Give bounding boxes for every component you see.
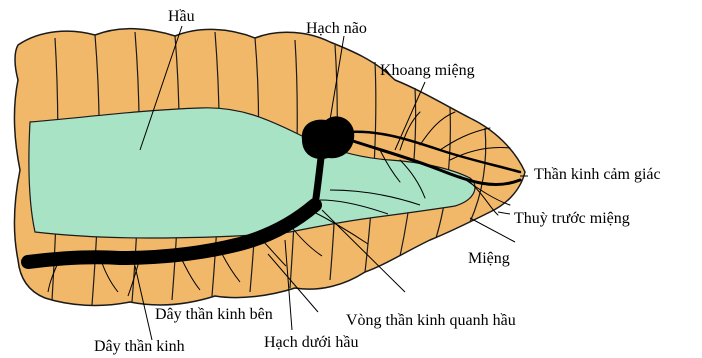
label-day-than-kinh-ben: Dây thần kinh bên	[155, 306, 273, 324]
label-vong-than-kinh-quanh-hau: Vòng thần kinh quanh hầu	[346, 312, 516, 330]
label-hach-nao: Hạch não	[306, 20, 367, 38]
cerebral-ganglion	[302, 116, 354, 159]
label-mieng: Miệng	[468, 250, 510, 268]
label-thuy-truoc-mieng: Thuỳ trước miệng	[514, 210, 630, 228]
label-than-kinh-cam-giac: Thần kinh cảm giác	[534, 166, 661, 184]
label-hach-duoi-hau: Hạch dưới hầu	[264, 334, 358, 352]
label-khoang-mieng: Khoang miệng	[380, 62, 475, 80]
label-hau: Hầu	[168, 8, 195, 26]
label-day-than-kinh: Dây thần kinh	[94, 338, 185, 356]
